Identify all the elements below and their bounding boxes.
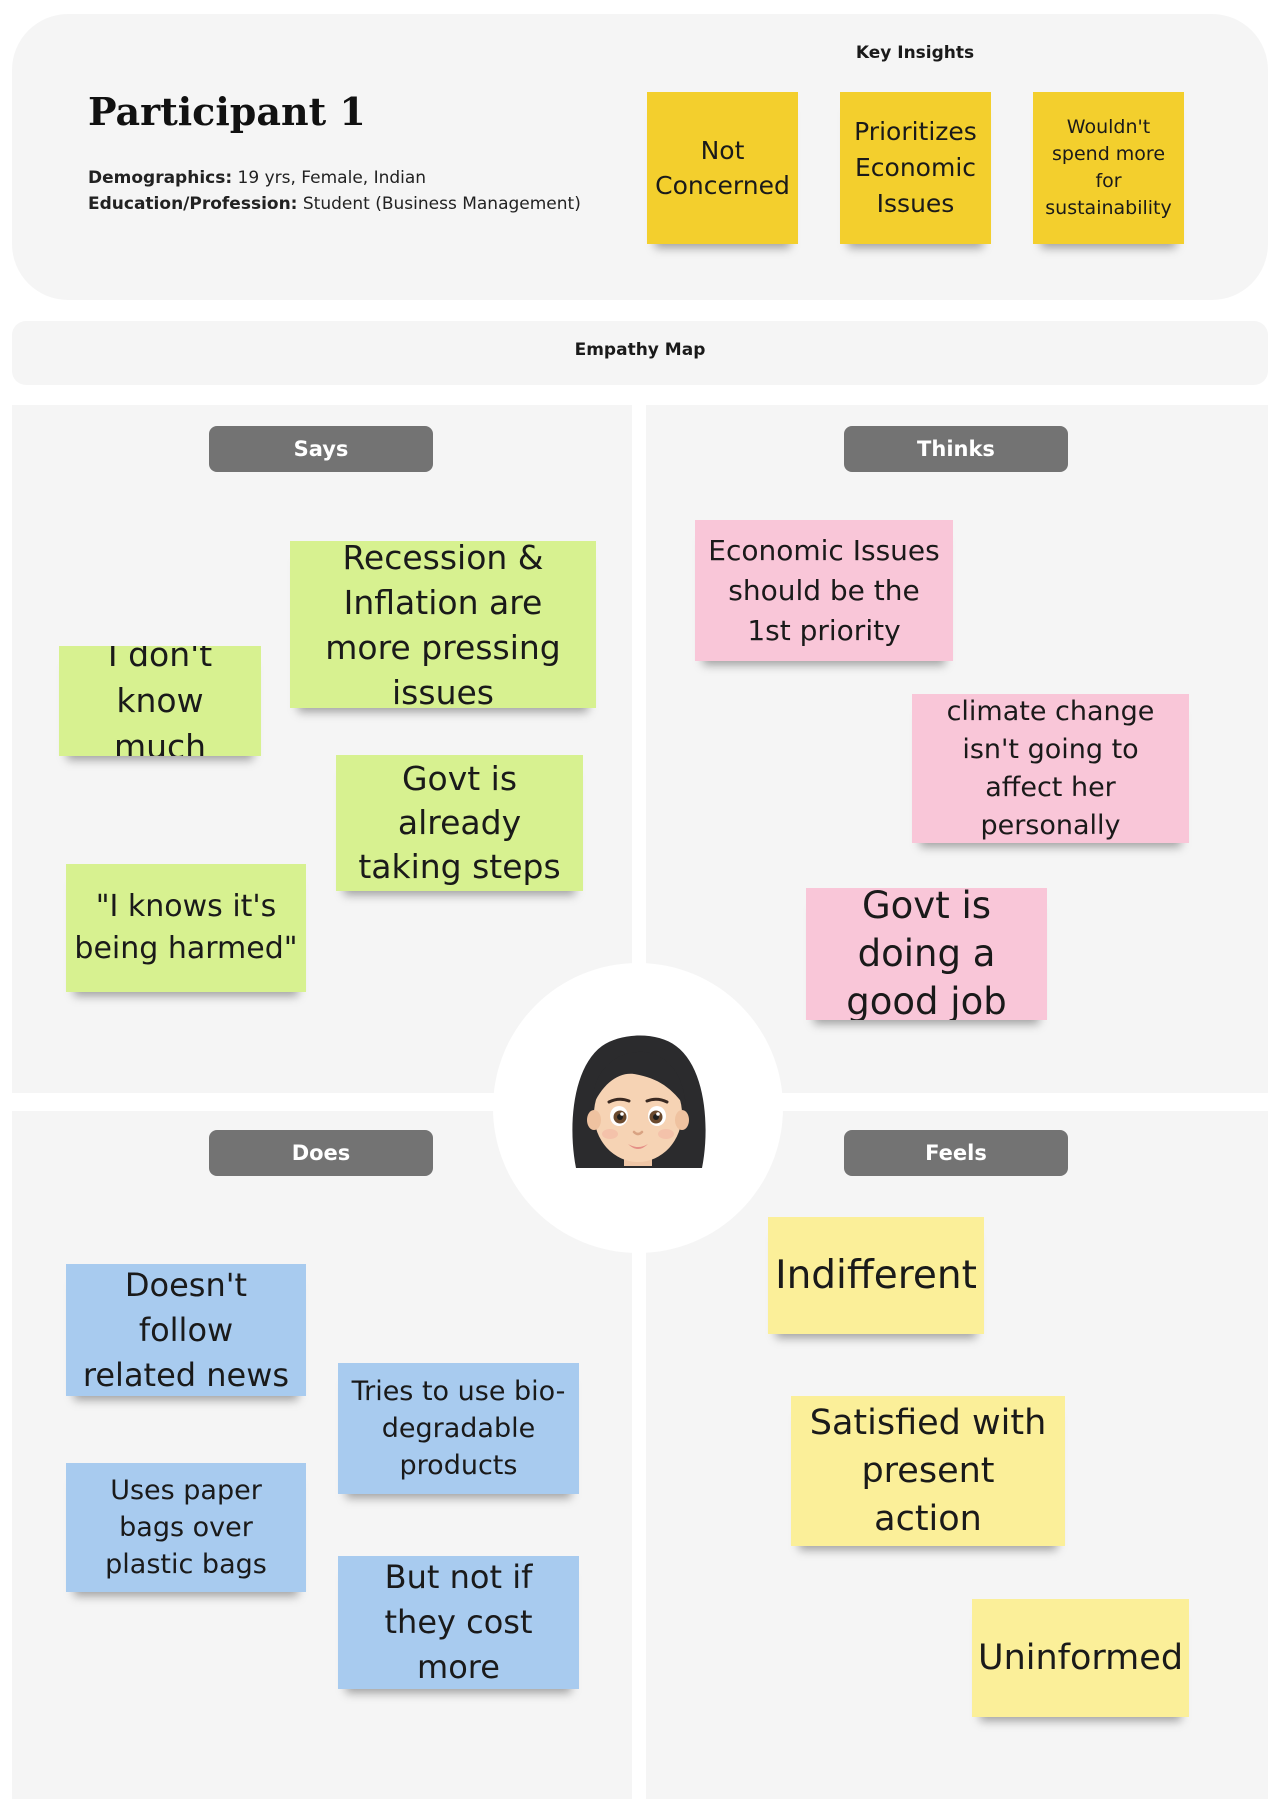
education-value: Student (Business Management) xyxy=(297,194,581,214)
says-note[interactable]: Recession & Inflation are more pressing … xyxy=(290,541,596,708)
woman-face-icon xyxy=(572,1035,706,1168)
demographics-line: Demographics: 19 yrs, Female, Indian xyxy=(88,166,426,190)
feels-note[interactable]: Uninformed xyxy=(972,1599,1189,1717)
feels-note-text: Satisfied with present action xyxy=(809,1403,1047,1539)
education-label: Education/Profession: xyxy=(88,194,298,214)
does-note-text: Doesn't follow related news xyxy=(82,1265,290,1394)
empathy-map-title-bar xyxy=(12,321,1268,385)
says-note-text: I don't know much xyxy=(107,646,213,756)
does-note[interactable]: Tries to use bio-degradable products xyxy=(338,1363,579,1494)
does-note[interactable]: But not if they cost more xyxy=(338,1556,579,1689)
does-note-text: But not if they cost more xyxy=(384,1558,533,1686)
feels-note[interactable]: Indifferent xyxy=(768,1217,984,1334)
participant-title: Participant 1 xyxy=(88,89,366,134)
says-note-text: "I knows it's being harmed" xyxy=(74,889,298,966)
says-note[interactable]: I don't know much xyxy=(59,646,261,756)
thinks-note-text: climate change isn't going to affect her… xyxy=(946,695,1155,841)
thinks-note[interactable]: climate change isn't going to affect her… xyxy=(912,694,1189,843)
insight-note-text: Not Concerned xyxy=(655,136,790,200)
feels-note[interactable]: Satisfied with present action xyxy=(791,1396,1065,1546)
thinks-note-text: Economic Issues should be the 1st priori… xyxy=(708,533,940,647)
insight-note[interactable]: Prioritizes Economic Issues xyxy=(840,92,991,244)
demographics-value: 19 yrs, Female, Indian xyxy=(232,168,427,188)
does-note[interactable]: Uses paper bags over plastic bags xyxy=(66,1463,306,1592)
thinks-note[interactable]: Govt is doing a good job xyxy=(806,888,1047,1020)
says-note-text: Recession & Inflation are more pressing … xyxy=(325,541,561,708)
does-label: Does xyxy=(209,1130,433,1176)
feels-label: Feels xyxy=(844,1130,1068,1176)
feels-note-text: Indifferent xyxy=(775,1252,977,1298)
says-note[interactable]: Govt is already taking steps xyxy=(336,755,583,891)
insight-note[interactable]: Wouldn't spend more for sustainability xyxy=(1033,92,1184,244)
key-insights-label: Key Insights xyxy=(855,43,975,63)
education-line: Education/Profession: Student (Business … xyxy=(88,192,581,216)
demographics-label: Demographics: xyxy=(88,168,233,188)
insight-note[interactable]: Not Concerned xyxy=(647,92,798,244)
says-note[interactable]: "I knows it's being harmed" xyxy=(66,864,306,992)
feels-note-text: Uninformed xyxy=(977,1638,1184,1678)
insight-note-text: Prioritizes Economic Issues xyxy=(854,117,977,218)
thinks-note[interactable]: Economic Issues should be the 1st priori… xyxy=(695,520,953,661)
insight-note-text: Wouldn't spend more for sustainability xyxy=(1045,116,1172,219)
empathy-map-title: Empathy Map xyxy=(574,340,706,360)
says-label: Says xyxy=(209,426,433,472)
thinks-note-text: Govt is doing a good job xyxy=(846,888,1007,1020)
does-note-text: Tries to use bio-degradable products xyxy=(351,1376,566,1481)
does-note[interactable]: Doesn't follow related news xyxy=(66,1264,306,1396)
thinks-label: Thinks xyxy=(844,426,1068,472)
does-note-text: Uses paper bags over plastic bags xyxy=(105,1475,267,1580)
says-note-text: Govt is already taking steps xyxy=(358,759,561,886)
